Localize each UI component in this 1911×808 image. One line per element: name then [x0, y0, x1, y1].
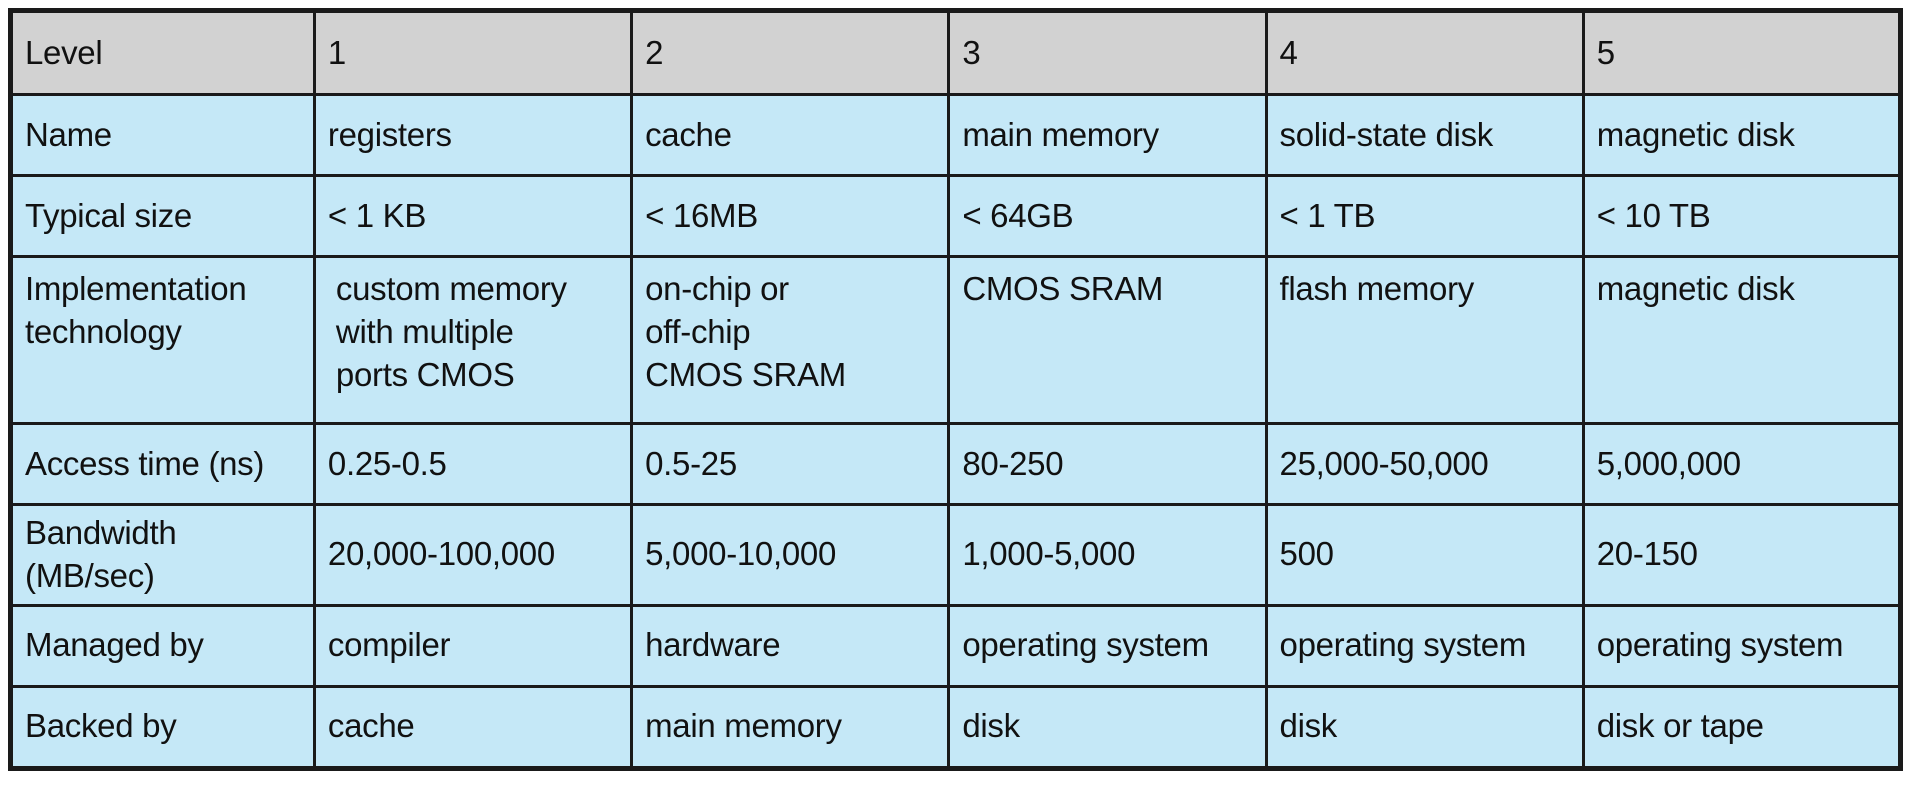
- cell-managed-by-4: operating system: [1264, 603, 1585, 688]
- header-cell-level-3: 3: [947, 9, 1268, 96]
- cell-backed-by-5: disk or tape: [1581, 684, 1903, 770]
- row-label-name: Name: [9, 93, 316, 177]
- cell-bandwidth-1: 20,000-100,000: [312, 503, 634, 607]
- table-row-typical-size: Typical size < 1 KB < 16MB < 64GB < 1 TB…: [9, 174, 1903, 258]
- cell-backed-by-3: disk: [947, 684, 1268, 770]
- cell-backed-by-2: main memory: [630, 684, 951, 770]
- cell-name-5: magnetic disk: [1581, 93, 1903, 177]
- cell-managed-by-2: hardware: [630, 603, 951, 688]
- cell-backed-by-4: disk: [1264, 684, 1585, 770]
- cell-bandwidth-4: 500: [1264, 503, 1585, 607]
- header-cell-level-5: 5: [1581, 9, 1903, 96]
- table-header-row: Level 1 2 3 4 5: [9, 9, 1903, 96]
- cell-typical-size-5: < 10 TB: [1581, 174, 1903, 258]
- cell-typical-size-3: < 64GB: [947, 174, 1268, 258]
- cell-name-4: solid-state disk: [1264, 93, 1585, 177]
- cell-implementation-technology-4: flash memory: [1264, 255, 1585, 425]
- cell-typical-size-1: < 1 KB: [312, 174, 634, 258]
- row-label-implementation-technology: Implementation technology: [9, 255, 316, 425]
- cell-implementation-technology-3: CMOS SRAM: [947, 255, 1268, 425]
- cell-access-time-3: 80-250: [947, 422, 1268, 506]
- table-row-name: Name registers cache main memory solid-s…: [9, 93, 1903, 177]
- cell-backed-by-1: cache: [312, 684, 634, 770]
- row-label-backed-by: Backed by: [9, 684, 316, 770]
- cell-name-2: cache: [630, 93, 951, 177]
- cell-access-time-5: 5,000,000: [1581, 422, 1903, 506]
- header-cell-level: Level: [9, 9, 316, 96]
- cell-name-1: registers: [312, 93, 634, 177]
- header-cell-level-2: 2: [630, 9, 951, 96]
- row-label-typical-size: Typical size: [9, 174, 316, 258]
- cell-access-time-2: 0.5-25: [630, 422, 951, 506]
- cell-access-time-4: 25,000-50,000: [1264, 422, 1585, 506]
- cell-managed-by-3: operating system: [947, 603, 1268, 688]
- table-row-backed-by: Backed by cache main memory disk disk di…: [9, 684, 1903, 770]
- table-row-bandwidth: Bandwidth (MB/sec) 20,000-100,000 5,000-…: [9, 503, 1903, 607]
- cell-implementation-technology-1: custom memory with multiple ports CMOS: [312, 255, 634, 425]
- row-label-access-time: Access time (ns): [9, 422, 316, 506]
- cell-managed-by-1: compiler: [312, 603, 634, 688]
- cell-access-time-1: 0.25-0.5: [312, 422, 634, 506]
- table-row-implementation-technology: Implementation technology custom memory …: [9, 255, 1903, 425]
- header-cell-level-4: 4: [1264, 9, 1585, 96]
- memory-device-hierarchy-table: Level 1 2 3 4 5 Name registers cache mai…: [8, 8, 1903, 771]
- cell-bandwidth-2: 5,000-10,000: [630, 503, 951, 607]
- cell-implementation-technology-2: on-chip or off-chip CMOS SRAM: [630, 255, 951, 425]
- header-cell-level-1: 1: [312, 9, 634, 96]
- cell-bandwidth-5: 20-150: [1581, 503, 1903, 607]
- table-row-access-time: Access time (ns) 0.25-0.5 0.5-25 80-250 …: [9, 422, 1903, 506]
- cell-typical-size-4: < 1 TB: [1264, 174, 1585, 258]
- cell-name-3: main memory: [947, 93, 1268, 177]
- cell-typical-size-2: < 16MB: [630, 174, 951, 258]
- cell-managed-by-5: operating system: [1581, 603, 1903, 688]
- table-row-managed-by: Managed by compiler hardware operating s…: [9, 603, 1903, 688]
- cell-bandwidth-3: 1,000-5,000: [947, 503, 1268, 607]
- cell-implementation-technology-5: magnetic disk: [1581, 255, 1903, 425]
- row-label-bandwidth: Bandwidth (MB/sec): [9, 503, 316, 607]
- row-label-managed-by: Managed by: [9, 603, 316, 688]
